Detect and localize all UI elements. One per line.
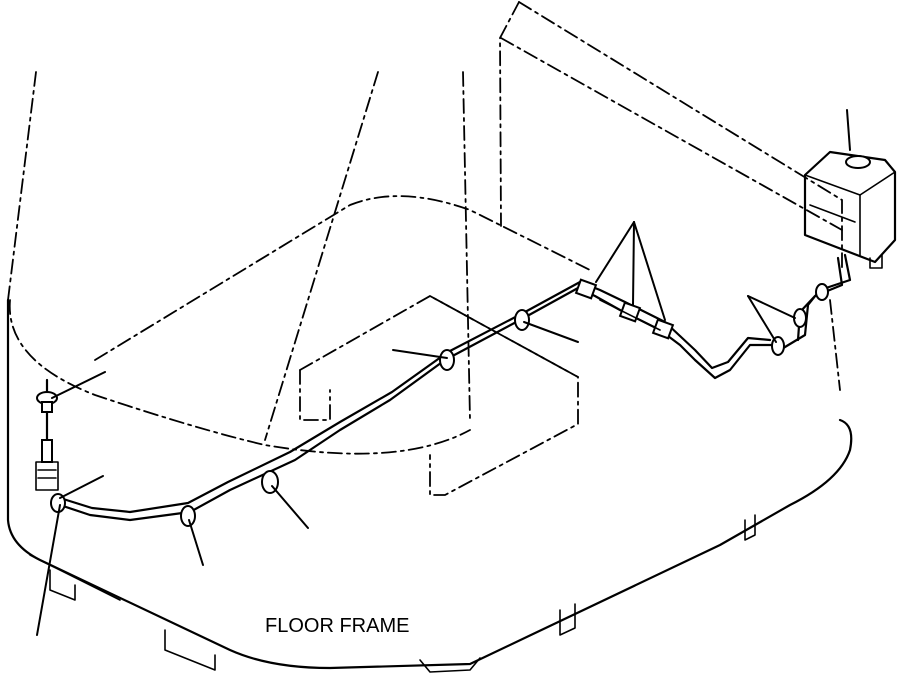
valve-housing (35, 461, 59, 491)
cab-front-pillar (264, 71, 379, 441)
hose-main-run (58, 286, 777, 522)
floor-frame-tab-3 (419, 657, 481, 673)
washer-nozzle-assembly (35, 378, 59, 491)
leader-clamp-2 (392, 349, 448, 359)
cab-floor-front (8, 299, 471, 455)
floor-frame-tab-2 (164, 629, 216, 671)
floor-frame-tab-4 (559, 603, 576, 636)
washer-tank-body (803, 150, 897, 264)
leader-connector-a (595, 221, 635, 283)
cab-outline (7, 1, 843, 496)
floor-frame-outline (6, 298, 853, 670)
nozzle-body (41, 401, 53, 413)
hose-bracket-line (599, 299, 661, 331)
floor-frame-edge-left (29, 554, 121, 601)
valve-body (41, 439, 53, 463)
leader-clamp-5 (59, 475, 104, 499)
washer-hose (58, 253, 852, 522)
washer-tank-rib (809, 204, 856, 223)
cab-roof-inner (500, 37, 843, 231)
leader-connector-b (632, 221, 635, 306)
leader-hose-end (36, 504, 61, 636)
leader-lines (36, 109, 851, 636)
washer-tank-top-edge (804, 171, 896, 196)
leader-clamp-b (747, 295, 777, 343)
cab-left-pillar (7, 71, 37, 301)
leader-nozzle (51, 371, 106, 399)
hose-connector-3 (651, 318, 675, 340)
washer-tank-foot (869, 254, 883, 269)
cab-roof-edge (518, 1, 843, 269)
floor-frame-label: FLOOR FRAME (265, 615, 409, 637)
leader-clamp-1 (523, 321, 579, 343)
clamp-8 (815, 283, 829, 301)
leader-connector-c (633, 221, 666, 321)
floor-frame-tab-1 (49, 569, 76, 601)
floor-frame-tab-5 (744, 514, 756, 541)
leader-tank (846, 109, 851, 151)
console-box-top (429, 295, 579, 378)
leader-clamp-a (747, 295, 796, 319)
valve-detail (37, 469, 57, 479)
cab-rear-post (499, 1, 520, 227)
clamp-2 (439, 349, 455, 371)
clamp-1 (514, 309, 530, 331)
floor-frame (6, 298, 853, 673)
cab-floor-edge (94, 195, 591, 361)
hose-clamps (50, 283, 829, 527)
cab-center-pillar (462, 71, 471, 421)
leader-clamp-4 (188, 519, 204, 566)
console-box-left (299, 369, 331, 421)
washer-tank (803, 150, 897, 269)
cab-rear-lower (829, 299, 841, 391)
leader-clamp-3 (271, 485, 309, 529)
clamp-4 (180, 505, 196, 527)
hose-connector-1 (574, 278, 598, 300)
washer-tank-cap (845, 155, 871, 169)
